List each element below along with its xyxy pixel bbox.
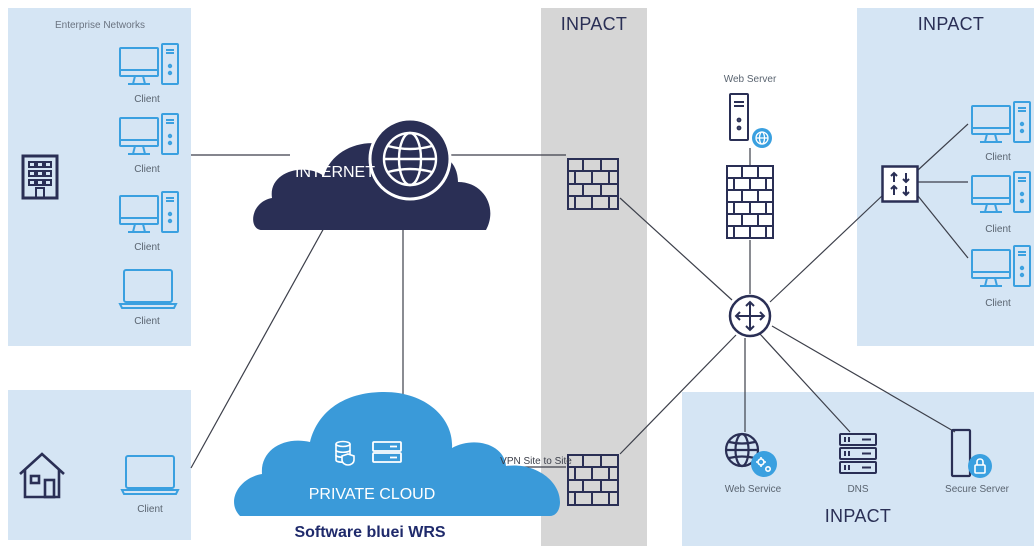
right-bottom-title: INPACT: [824, 506, 892, 526]
line-switch-client3: [917, 195, 969, 259]
router-icon: [728, 294, 772, 338]
dmz-zone: [541, 8, 647, 546]
dmz-firewall-bottom-icon: [567, 454, 619, 506]
line-fw-top-router: [619, 197, 733, 301]
switch-icon: [881, 165, 919, 203]
line-router-switch: [769, 194, 884, 303]
line-fw-bottom-router: [619, 334, 737, 455]
right-client-label-1: Client: [985, 152, 1011, 163]
web-service-icon: [724, 432, 780, 478]
right-desktop-client-icon: [970, 244, 1032, 290]
line-switch-client1: [917, 123, 969, 171]
internet-globe-icon: [368, 117, 452, 201]
enterprise-client-label-1: Client: [134, 94, 160, 105]
home-client-label: Client: [137, 504, 163, 515]
vpn-label: VPN Site to Site: [500, 456, 572, 467]
home-icon: [17, 450, 67, 500]
line-internet-home: [190, 189, 346, 469]
server-rack-icon: [372, 441, 402, 463]
web-firewall-icon: [726, 165, 774, 239]
dns-label: DNS: [847, 484, 869, 495]
database-shield-icon: [334, 440, 356, 466]
home-panel: [8, 390, 191, 540]
line-router-secure: [771, 325, 956, 433]
right-top-title: INPACT: [917, 14, 985, 34]
web-server-label: Web Server: [723, 74, 777, 85]
dmz-title: INPACT: [560, 14, 628, 34]
dmz-firewall-top-icon: [567, 158, 619, 210]
private-cloud: [234, 390, 570, 520]
internet-label: INTERNET: [295, 164, 375, 181]
building-icon: [21, 154, 59, 200]
secure-server-icon: [950, 428, 996, 480]
home-laptop-client-icon: [120, 454, 180, 496]
footer-title: Software bluei WRS: [294, 524, 446, 541]
right-client-label-3: Client: [985, 298, 1011, 309]
secure-server-label: Secure Server: [945, 484, 1009, 495]
web-service-label: Web Service: [724, 484, 782, 495]
right-desktop-client-icon: [970, 100, 1032, 146]
enterprise-client-label-4: Client: [134, 316, 160, 327]
enterprise-client-label-3: Client: [134, 242, 160, 253]
private-cloud-label: PRIVATE CLOUD: [308, 486, 436, 503]
dns-server-icon: [838, 432, 878, 474]
enterprise-client-label-2: Client: [134, 164, 160, 175]
web-server-icon: [728, 92, 774, 148]
enterprise-desktop-client-icon: [118, 42, 180, 88]
enterprise-desktop-client-icon: [118, 190, 180, 236]
enterprise-desktop-client-icon: [118, 112, 180, 158]
right-client-label-2: Client: [985, 224, 1011, 235]
right-desktop-client-icon: [970, 170, 1032, 216]
enterprise-laptop-client-icon: [118, 268, 178, 310]
enterprise-title: Enterprise Networks: [54, 20, 146, 31]
line-router-dns: [759, 333, 851, 433]
